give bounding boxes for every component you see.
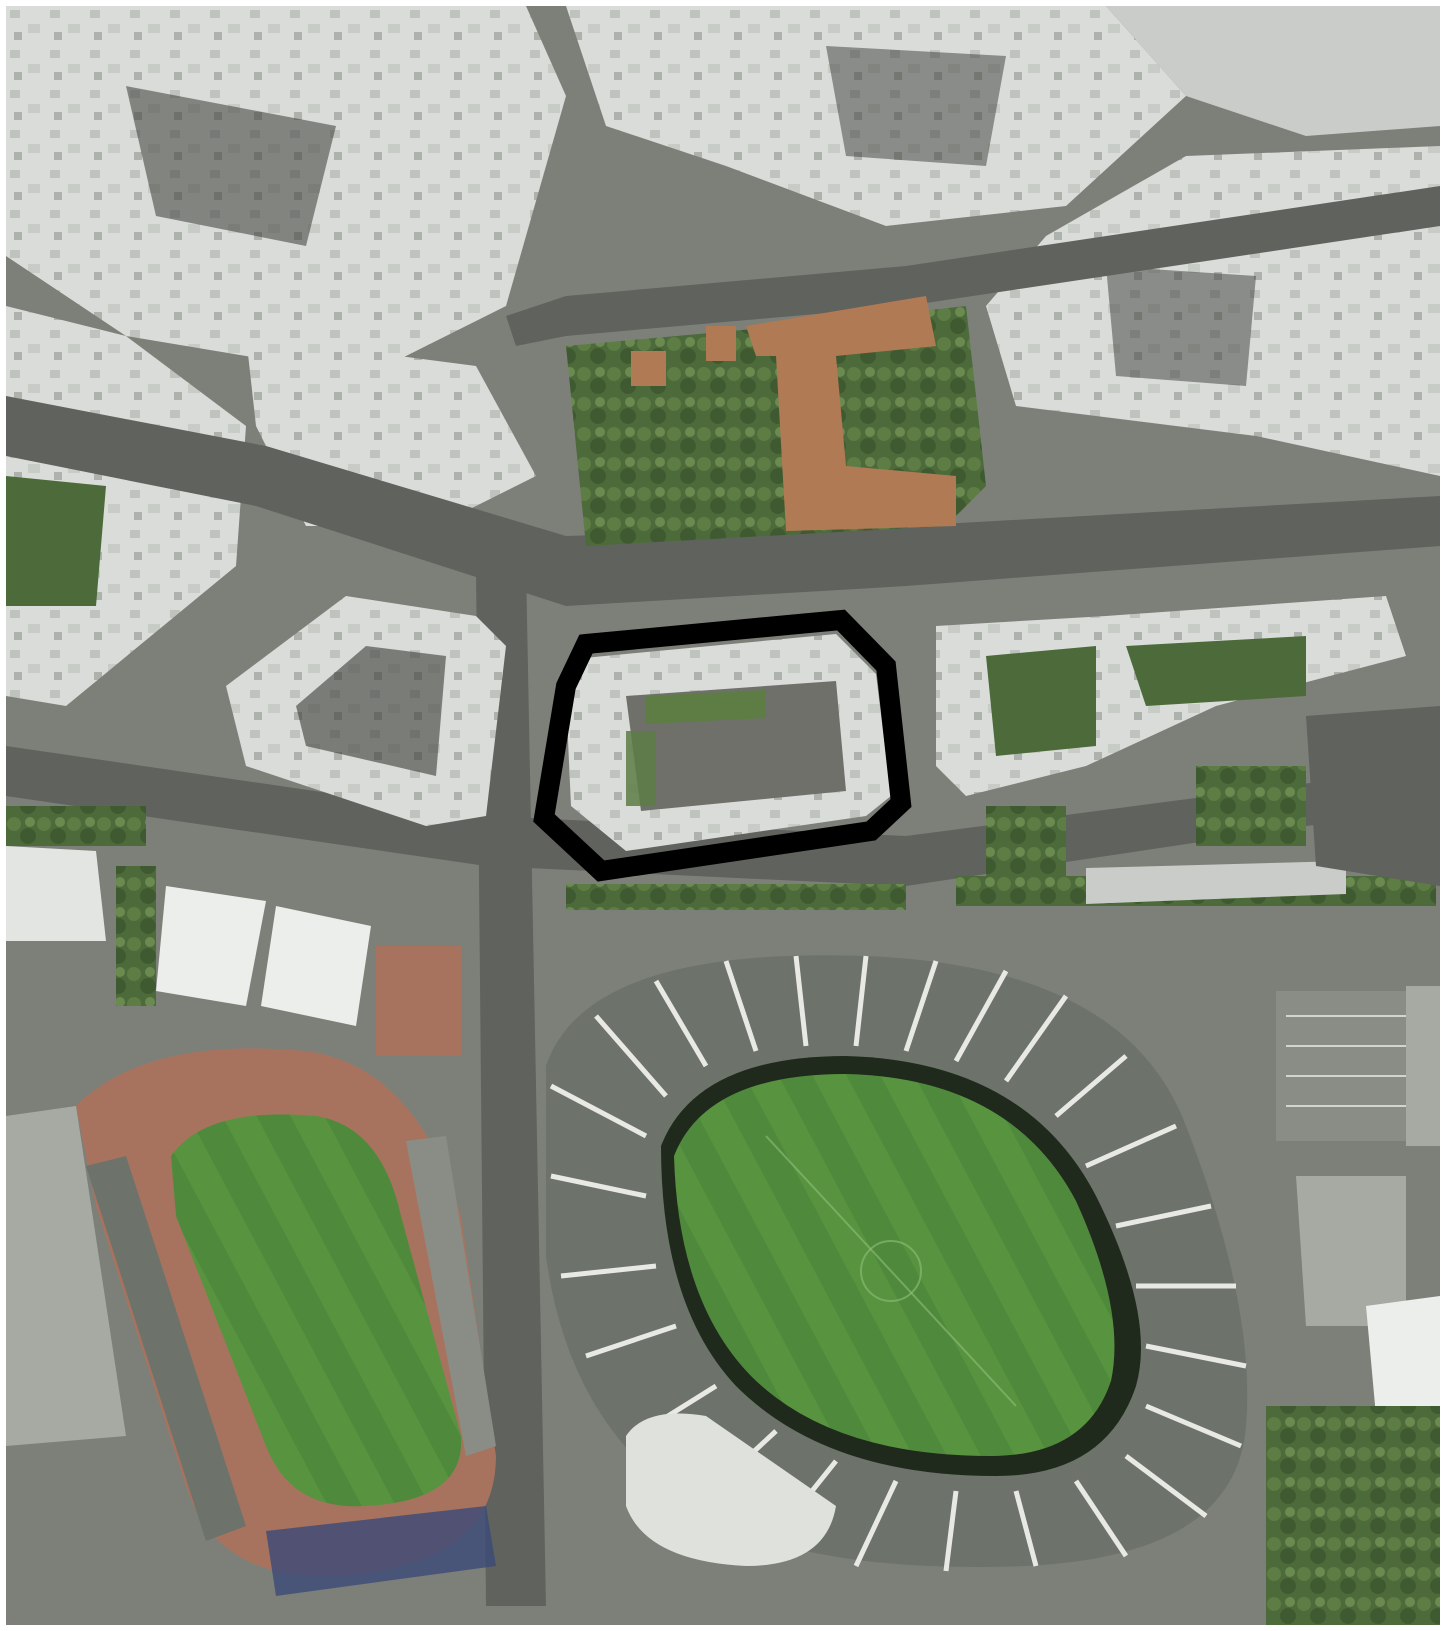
east-buildings <box>1086 706 1440 904</box>
residential-blocks-north <box>6 6 1440 706</box>
tennis-bubbles <box>6 846 461 1056</box>
courtyard-block-west <box>226 596 506 826</box>
highlighted-courtyard-building[interactable] <box>566 634 891 851</box>
courtyard-block-east <box>936 596 1406 796</box>
athletics-stadium[interactable] <box>76 1048 496 1596</box>
football-stadium[interactable] <box>546 955 1248 1572</box>
west-low-buildings <box>6 1106 126 1446</box>
parking-lot <box>1276 986 1440 1146</box>
tile-roof-building <box>631 296 956 531</box>
east-low-buildings <box>1266 1176 1440 1625</box>
highlight-outline <box>533 609 912 882</box>
aerial-photo[interactable] <box>6 6 1440 1625</box>
roads <box>6 186 1440 1606</box>
